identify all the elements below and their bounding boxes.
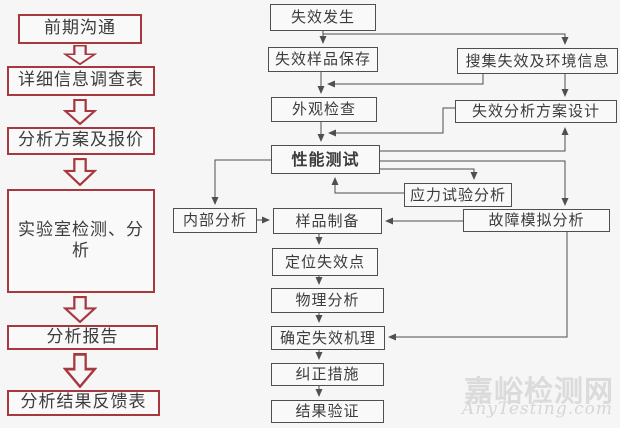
down-block-arrow-icon <box>63 99 97 125</box>
down-block-arrow-icon <box>63 296 97 323</box>
node-performance-test: 性能测试 <box>271 145 380 174</box>
node-result-verification: 结果验证 <box>271 400 384 423</box>
connector-collect-to-inspection <box>327 74 484 88</box>
node-visual-inspection: 外观检查 <box>271 97 377 122</box>
step-plan-and-quotation: 分析方案及报价 <box>7 127 155 155</box>
connector-performance-to-stress <box>380 168 478 180</box>
step-lab-test-analysis: 实验室检测、分析 <box>7 189 155 293</box>
node-corrective-action: 纠正措施 <box>271 363 384 386</box>
node-locate-failure-point: 定位失效点 <box>272 248 378 276</box>
step-pre-communication: 前期沟通 <box>18 14 142 44</box>
watermark-chinese: 嘉峪检测网 <box>464 374 615 408</box>
connector-failure-to-collect <box>323 33 569 45</box>
node-failure-occurs: 失效发生 <box>270 4 376 31</box>
node-sample-preparation: 样品制备 <box>273 208 382 234</box>
down-block-arrow-icon <box>63 158 97 186</box>
node-plan-design: 失效分析方案设计 <box>455 100 617 123</box>
watermark-anytesting: AnyTesting.com <box>461 399 613 419</box>
connector-performance-to-internal <box>211 159 271 205</box>
node-fault-simulation: 故障模拟分析 <box>463 209 610 232</box>
node-internal-analysis: 内部分析 <box>173 208 257 233</box>
node-stress-test-analysis: 应力试验分析 <box>404 183 512 207</box>
step-result-feedback-form: 分析结果反馈表 <box>7 390 160 416</box>
connector-stress-to-performance <box>331 177 404 194</box>
step-analysis-report: 分析报告 <box>7 325 158 350</box>
node-determine-mechanism: 确定失效机理 <box>271 326 385 350</box>
node-physical-analysis: 物理分析 <box>271 288 384 313</box>
step-detail-info-survey: 详细信息调查表 <box>7 66 155 96</box>
down-block-arrow-icon <box>63 353 97 388</box>
connector-performance-to-plan <box>380 127 569 152</box>
node-sample-preservation: 失效样品保存 <box>268 47 378 72</box>
node-collect-info: 搜集失效及环境信息 <box>457 48 618 74</box>
down-block-arrow-icon <box>63 45 97 65</box>
connector-simulation-to-mechanism <box>388 232 568 341</box>
